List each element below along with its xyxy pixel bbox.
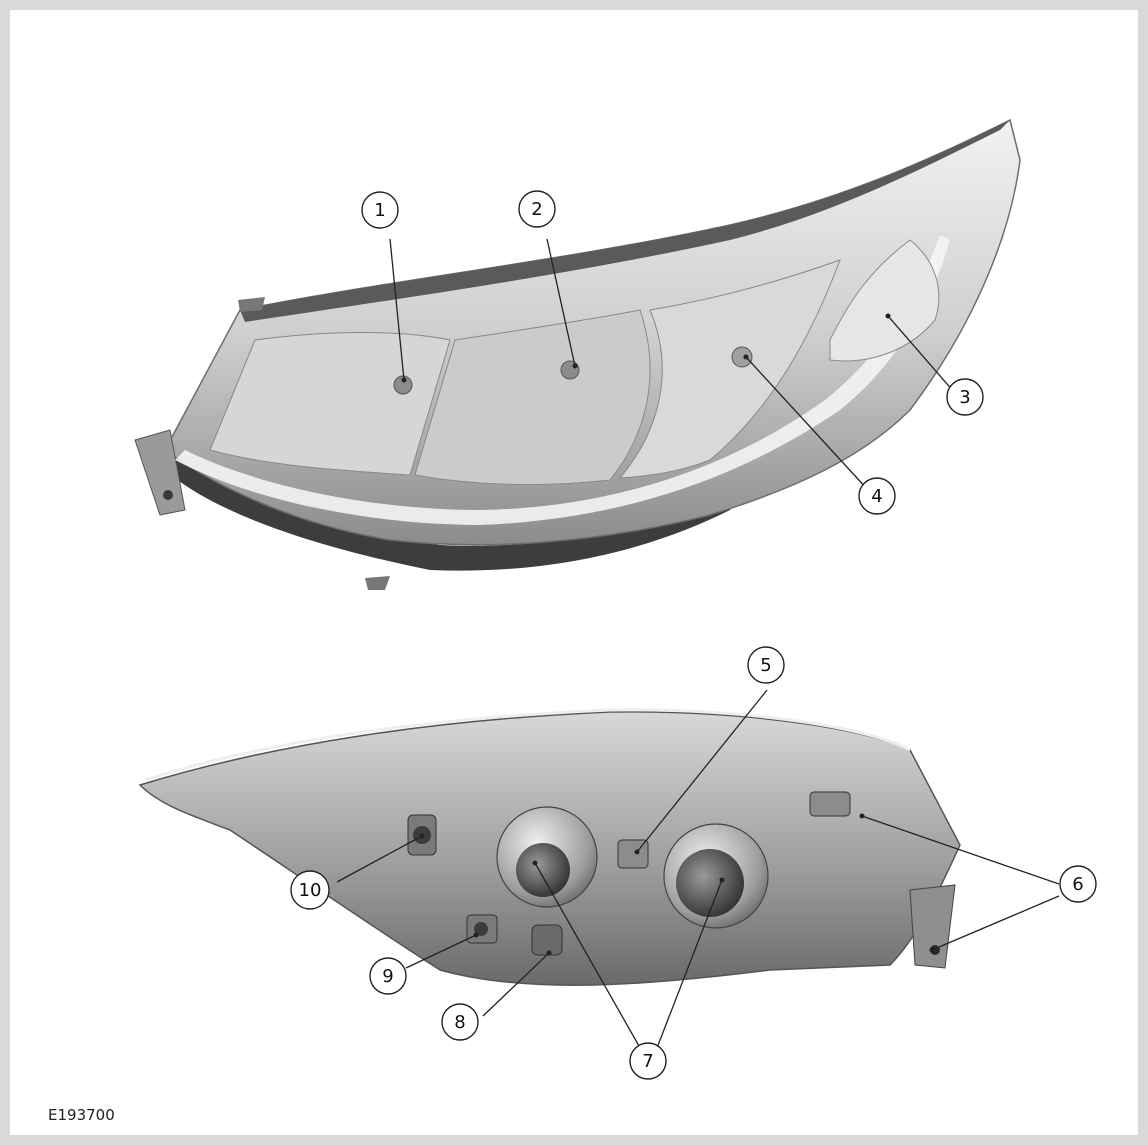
callout-10: 10: [291, 871, 329, 909]
callout-8: 8: [442, 1004, 478, 1040]
headlamp-front-view: [135, 120, 1020, 590]
callout-5: 5: [748, 647, 784, 683]
callout-3: 3: [947, 379, 983, 415]
callout-7: 7: [630, 1043, 666, 1079]
callout-5-label: 5: [760, 655, 771, 676]
callout-1: 1: [362, 192, 398, 228]
callout-6: 6: [1060, 866, 1096, 902]
callout-10-label: 10: [299, 880, 322, 901]
callout-8-label: 8: [454, 1012, 465, 1033]
diagram-frame: 1 2 3 4 5 6 7 8 9 10 E193700: [10, 10, 1138, 1135]
callout-9-label: 9: [382, 966, 393, 987]
figure-code: E193700: [48, 1106, 115, 1124]
callout-7-label: 7: [642, 1051, 653, 1072]
callout-3-label: 3: [959, 387, 970, 408]
callout-9: 9: [370, 958, 406, 994]
callout-4-label: 4: [871, 486, 882, 507]
callout-6-label: 6: [1072, 874, 1083, 895]
callout-2: 2: [519, 191, 555, 227]
callout-4: 4: [859, 478, 895, 514]
headlamp-rear-view: [140, 710, 960, 985]
callout-1-label: 1: [374, 200, 385, 221]
callout-2-label: 2: [531, 199, 542, 220]
headlamp-diagram: 1 2 3 4 5 6 7 8 9 10: [10, 10, 1138, 1135]
